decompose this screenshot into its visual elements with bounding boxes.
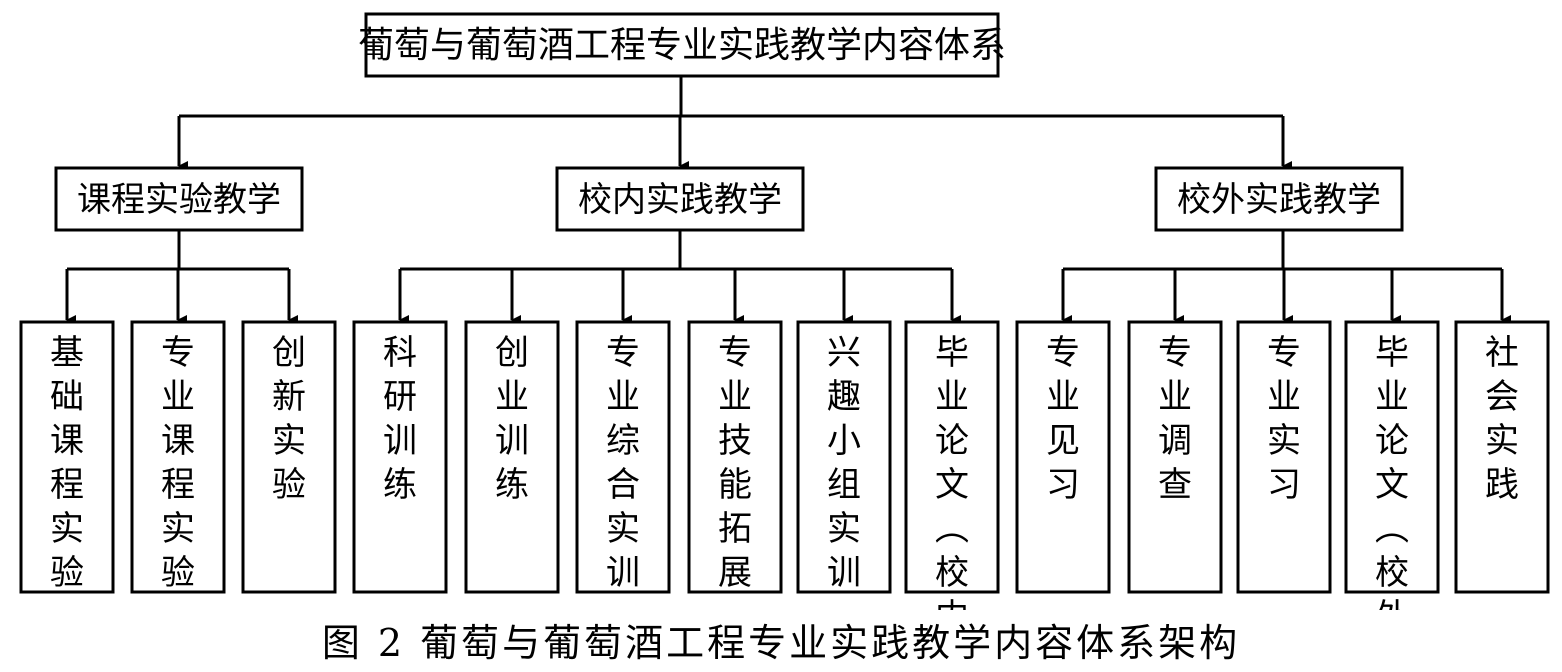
leaf-box xyxy=(1127,320,1223,594)
leaf-box xyxy=(464,320,560,594)
leaf-node: 毕业论文︵校外︶ xyxy=(1344,320,1440,610)
leaf-node: 基础课程实验 xyxy=(19,320,115,594)
leaf-node: 专业技能拓展 xyxy=(687,320,783,594)
leaf-label: 专业课程实验 xyxy=(161,333,195,593)
leaf-node: 社会实践 xyxy=(1454,320,1550,594)
leaf-label: 科研训练 xyxy=(383,333,417,505)
category-box xyxy=(555,166,805,232)
leaf-label: 专业见习 xyxy=(1046,333,1080,505)
leaf-node: 毕业论文︵校内︶ xyxy=(904,320,1000,610)
category-label: 课程实验教学 xyxy=(77,180,281,220)
leaf-box xyxy=(904,320,1000,594)
leaf-box xyxy=(687,320,783,594)
category-box xyxy=(1154,166,1404,232)
leaf-label: 专业调查 xyxy=(1158,333,1192,505)
leaf-box xyxy=(1015,320,1111,594)
leaf-label: 毕业论文︵校内︶ xyxy=(935,333,969,610)
category-label: 校内实践教学 xyxy=(578,180,782,220)
category-node-2: 校内实践教学 xyxy=(555,166,805,232)
leaf-box xyxy=(796,320,892,594)
category-box xyxy=(54,166,304,232)
leaf-node: 创业训练 xyxy=(464,320,560,594)
leaf-box xyxy=(241,320,337,594)
leaf-node: 专业调查 xyxy=(1127,320,1223,594)
leaf-label: 专业实习 xyxy=(1267,333,1301,505)
leaf-node: 兴趣小组实训 xyxy=(796,320,892,594)
leaf-box xyxy=(1454,320,1550,594)
figure-caption: 图 2 葡萄与葡萄酒工程专业实践教学内容体系架构 xyxy=(321,621,1241,665)
category-node-1: 课程实验教学 xyxy=(54,166,304,232)
leaf-label: 社会实践 xyxy=(1485,333,1519,505)
leaf-node: 专业课程实验 xyxy=(130,320,226,594)
leaf-node: 专业见习 xyxy=(1015,320,1111,594)
root-node: 葡萄与葡萄酒工程专业实践教学内容体系 xyxy=(358,12,1006,78)
leaf-box xyxy=(575,320,671,594)
leaf-label: 毕业论文︵校外︶ xyxy=(1375,333,1409,610)
leaf-box xyxy=(1344,320,1440,594)
leaf-box xyxy=(1236,320,1332,594)
leaf-node: 创新实验 xyxy=(241,320,337,594)
leaf-box xyxy=(352,320,448,594)
category-node-3: 校外实践教学 xyxy=(1154,166,1404,232)
leaf-label: 创业训练 xyxy=(495,333,529,505)
leaf-node: 科研训练 xyxy=(352,320,448,594)
category-label: 校外实践教学 xyxy=(1177,180,1381,220)
leaf-label: 专业技能拓展 xyxy=(718,333,752,593)
leaf-box xyxy=(19,320,115,594)
leaf-box xyxy=(130,320,226,594)
leaf-node: 专业实习 xyxy=(1236,320,1332,594)
leaf-label: 兴趣小组实训 xyxy=(827,333,861,593)
leaf-label: 基础课程实验 xyxy=(50,333,84,593)
leaf-label: 创新实验 xyxy=(272,333,306,505)
root-label: 葡萄与葡萄酒工程专业实践教学内容体系 xyxy=(358,25,1006,66)
leaf-label: 专业综合实训 xyxy=(606,333,640,593)
root-box xyxy=(364,12,1000,78)
leaf-node: 专业综合实训 xyxy=(575,320,671,594)
